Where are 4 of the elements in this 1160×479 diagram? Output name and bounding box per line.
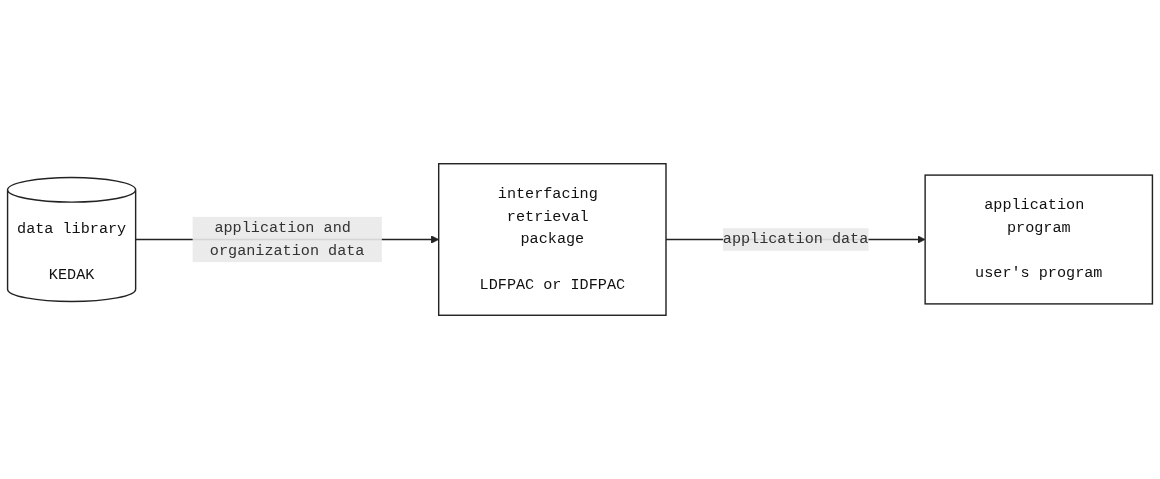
node-box: application program user's program [924,174,1154,305]
edge-label: application and organization data [209,219,365,260]
node-box: interfacing retrieval package LDFPAC or IDFPAC [438,163,667,316]
edge-label: application data [722,230,869,249]
